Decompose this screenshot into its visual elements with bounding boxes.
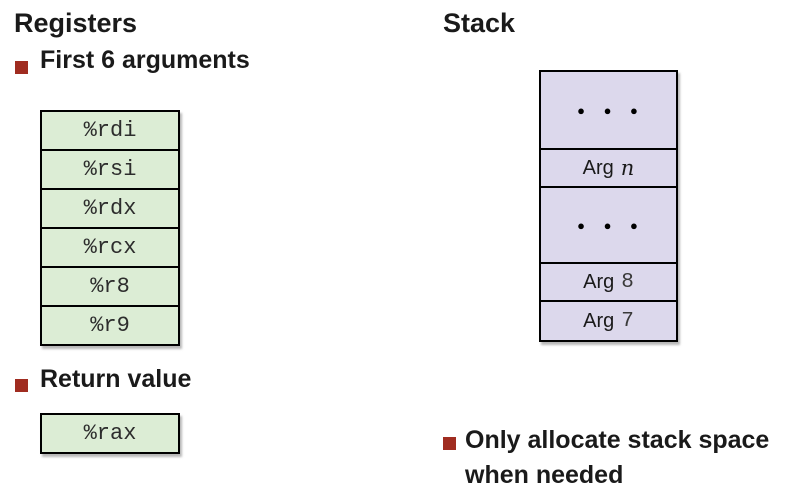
stack-cell-arg-7: Arg 7 xyxy=(539,300,678,342)
arg-label: Arg xyxy=(583,309,615,332)
stack-cell-ellipsis-top: ● ● ● xyxy=(539,70,678,150)
register-cell-r9: %r9 xyxy=(40,305,180,346)
stack-cell-arg-8: Arg 8 xyxy=(539,262,678,302)
register-cell-r8: %r8 xyxy=(40,266,180,307)
stack-note-line2: when needed xyxy=(465,461,624,489)
stack-cell-ellipsis-middle: ● ● ● xyxy=(539,186,678,264)
return-register-cell: %rax xyxy=(40,413,180,454)
arg-label: Arg xyxy=(582,156,614,179)
stack-cell-arg-n: Arg n xyxy=(539,148,678,188)
stack-box-column: ● ● ● Arg n ● ● ● Arg 8 Arg 7 xyxy=(539,70,678,342)
ellipsis-icon: ● ● ● xyxy=(577,217,640,233)
bullet-square-icon xyxy=(15,61,28,74)
ellipsis-icon: ● ● ● xyxy=(577,102,640,118)
register-cell-rsi: %rsi xyxy=(40,149,180,190)
arg-index-8: 8 xyxy=(621,270,634,294)
first-args-label: First 6 arguments xyxy=(40,46,250,74)
arg-label: Arg xyxy=(583,270,615,293)
return-value-label: Return value xyxy=(40,365,192,393)
registers-heading: Registers xyxy=(14,8,138,38)
register-box-stack: %rdi %rsi %rdx %rcx %r8 %r9 xyxy=(40,110,180,346)
register-cell-rcx: %rcx xyxy=(40,227,180,268)
stack-heading: Stack xyxy=(443,8,516,38)
register-cell-rdx: %rdx xyxy=(40,188,180,229)
register-cell-rdi: %rdi xyxy=(40,110,180,151)
arg-index-n: n xyxy=(620,156,635,180)
arg-index-7: 7 xyxy=(621,309,634,333)
stack-note-line1: Only allocate stack space xyxy=(465,426,770,454)
bullet-square-icon xyxy=(15,379,28,392)
bullet-square-icon xyxy=(443,437,456,450)
stack-note: Only allocate stack space when needed xyxy=(465,423,769,493)
